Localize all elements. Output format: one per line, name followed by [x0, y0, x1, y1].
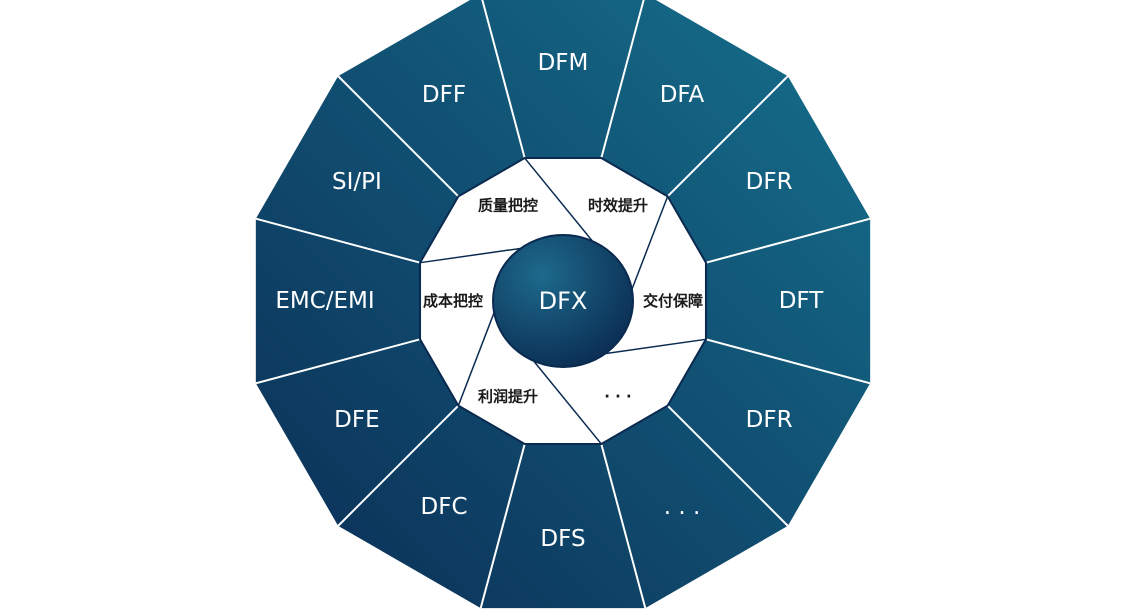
outer-segment-label: DFF	[422, 82, 466, 108]
outer-divider	[705, 217, 871, 264]
outer-dividers	[255, 0, 871, 609]
outer-segment-label: DFT	[779, 288, 825, 314]
inner-segment-label: 成本把控	[423, 292, 483, 310]
outer-divider	[666, 75, 789, 198]
outer-divider	[600, 0, 645, 159]
outer-segment-label: DFS	[540, 526, 585, 552]
outer-segment-label: DFM	[538, 50, 589, 76]
outer-segment-label: DFE	[334, 407, 379, 433]
center-label: DFX	[539, 287, 588, 315]
outer-segment-label: DFA	[660, 82, 705, 108]
outer-segment-label: DFR	[746, 407, 793, 433]
outer-divider	[481, 0, 526, 159]
outer-segment-label: SI/PI	[332, 169, 382, 195]
center-circle	[492, 234, 634, 368]
outer-divider	[705, 338, 871, 385]
outer-segment-label: . . .	[664, 494, 701, 520]
outer-divider	[255, 217, 421, 264]
outer-labels: DFM DFA DFR DFT DFR . . . DFS DFC DFE EMC/EMI SI/P…	[275, 50, 824, 552]
outer-segment-label: EMC/EMI	[275, 288, 374, 314]
outer-divider	[337, 404, 460, 527]
outer-divider	[337, 75, 460, 198]
inner-segment-label: 时效提升	[588, 197, 648, 215]
inner-segment-label: 交付保障	[643, 292, 703, 310]
outer-divider	[479, 443, 526, 609]
inner-segment-label: 质量把控	[478, 197, 538, 215]
outer-divider	[255, 338, 421, 385]
outer-divider	[666, 404, 789, 527]
inner-segment-label: · · ·	[604, 387, 632, 405]
inner-segment-label: 利润提升	[478, 387, 538, 405]
outer-divider	[600, 443, 647, 609]
outer-segment-label: DFC	[421, 494, 468, 520]
outer-segment-label: DFR	[746, 169, 793, 195]
